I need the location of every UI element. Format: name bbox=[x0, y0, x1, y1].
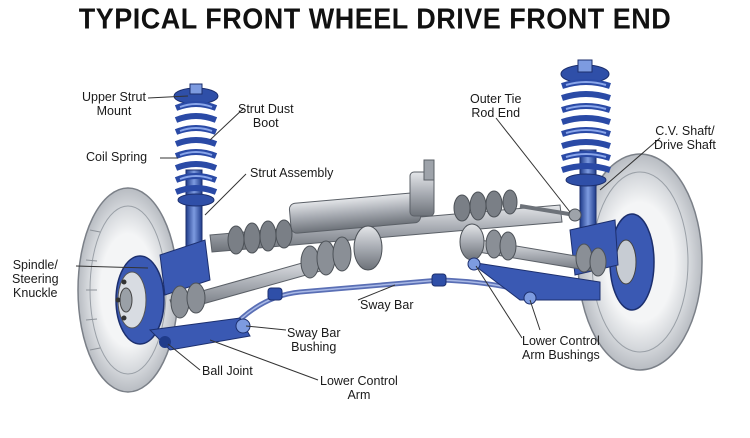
steering-rack bbox=[209, 159, 582, 255]
leader-lines bbox=[75, 95, 661, 381]
right-strut-assembly bbox=[560, 59, 619, 276]
label-strut-assembly: Strut Assembly bbox=[250, 166, 334, 180]
right-tire bbox=[577, 153, 703, 371]
label-coil-spring: Coil Spring bbox=[86, 150, 148, 164]
left-strut-assembly bbox=[159, 83, 219, 296]
label-ball-joint: Ball Joint bbox=[202, 364, 253, 378]
label-cv-shaft-drive-shaft: C.V. Shaft/Drive Shaft bbox=[654, 124, 716, 152]
right-drive-shaft bbox=[459, 223, 607, 277]
diagram-title: TYPICAL FRONT WHEEL DRIVE FRONT END bbox=[78, 3, 672, 35]
left-hub bbox=[115, 255, 165, 345]
label-sway-bar: Sway Bar bbox=[360, 298, 414, 312]
left-drive-shaft bbox=[169, 225, 383, 319]
